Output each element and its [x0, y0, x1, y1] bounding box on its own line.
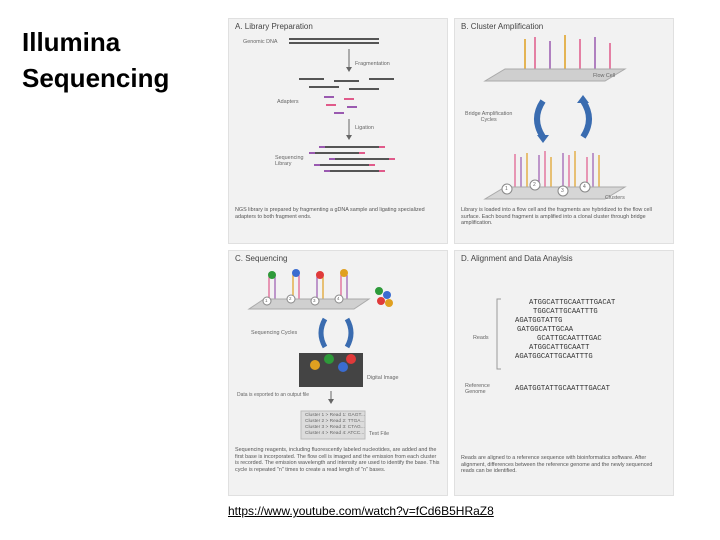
read-1: ATGGCATTGCAATTTGACAT: [529, 299, 616, 307]
data-export-label: Data is exported to an output file: [237, 392, 309, 398]
seq-cluster-2-label: 2: [289, 296, 292, 301]
cluster-2-label: 2: [533, 182, 536, 188]
panel-a-illustration: [289, 38, 395, 172]
reference-genome-label: Reference Genome: [465, 383, 490, 395]
digital-image-label: Digital Image: [367, 375, 399, 381]
slide-title: Illumina Sequencing: [22, 24, 169, 96]
read-5: GCATTGCAATTTGAC: [537, 335, 602, 343]
panel-d-illustration: [496, 298, 501, 370]
file-line: Cluster 1 > Read 1: GAGT...: [305, 413, 365, 418]
panel-sequencing: C. Sequencing 1 2 3: [228, 250, 448, 496]
panel-c-illustration: [247, 269, 393, 440]
reference-sequence: AGATGGTATTGCAATTTGACAT: [515, 385, 610, 393]
cluster-3-label: 3: [561, 188, 564, 194]
seq-cluster-1-label: 1: [265, 298, 268, 303]
panel-b-illustration: [483, 35, 627, 200]
panel-b-caption: Library is loaded into a flow cell and t…: [461, 207, 652, 227]
adapters-label: Adapters: [277, 99, 299, 105]
youtube-link[interactable]: https://www.youtube.com/watch?v=fCd6B5HR…: [228, 504, 494, 518]
panel-c-caption: Sequencing reagents, including fluoresce…: [235, 447, 440, 473]
seq-cluster-3-label: 3: [313, 298, 316, 303]
panel-alignment: D. Alignment and Data Anaylsis ATGGCATTG…: [454, 250, 674, 496]
panel-a-title: A. Library Preparation: [235, 22, 313, 31]
reads-label: Reads: [473, 335, 489, 341]
panel-d-caption: Reads are aligned to a reference sequenc…: [461, 455, 653, 475]
file-line: Cluster 2 > Read 2: TTGA...: [305, 419, 365, 424]
cluster-1-label: 1: [505, 186, 508, 192]
sequencing-library-label: Sequencing Library: [275, 155, 304, 167]
panel-cluster-amplification: B. Cluster Amplification: [454, 18, 674, 244]
bridge-amplification-label: Bridge Amplification Cycles: [465, 111, 513, 123]
fragmentation-label: Fragmentation: [355, 61, 390, 67]
seq-cluster-4-label: 4: [337, 296, 340, 301]
title-line-1: Illumina: [22, 27, 121, 57]
cluster-4-label: 4: [583, 184, 586, 190]
file-line: Cluster 4 > Read 4: ATCC...: [305, 431, 365, 436]
panel-d-title: D. Alignment and Data Anaylsis: [461, 254, 573, 263]
panel-a-caption: NGS library is prepared by fragmenting a…: [235, 207, 425, 220]
read-7: AGATGGCATTGCAATTTG: [515, 353, 593, 361]
read-2: TGGCATTGCAATTTG: [533, 308, 598, 316]
ligation-label: Ligation: [355, 125, 374, 131]
panel-library-preparation: A. Library Preparation: [228, 18, 448, 244]
read-6: ATGGCATTGCAATT: [529, 344, 590, 352]
read-3: AGATGGTATTG: [515, 317, 563, 325]
flow-cell-label: Flow Cell: [593, 73, 616, 79]
genomic-dna-label: Genomic DNA: [243, 39, 278, 45]
title-line-2: Sequencing: [22, 63, 170, 93]
panel-c-title: C. Sequencing: [235, 254, 288, 263]
sequencing-cycles-label: Sequencing Cycles: [251, 330, 298, 336]
illumina-figure: A. Library Preparation: [220, 12, 680, 496]
file-line: Cluster 3 > Read 3: CTAG...: [305, 425, 365, 430]
read-4: GATGGCATTGCAA: [517, 326, 574, 334]
clusters-label: Clusters: [605, 195, 625, 201]
text-file-contents: Cluster 1 > Read 1: GAGT... Cluster 2 > …: [305, 413, 365, 437]
text-file-label: Text File: [369, 431, 390, 437]
panel-b-title: B. Cluster Amplification: [461, 22, 544, 31]
